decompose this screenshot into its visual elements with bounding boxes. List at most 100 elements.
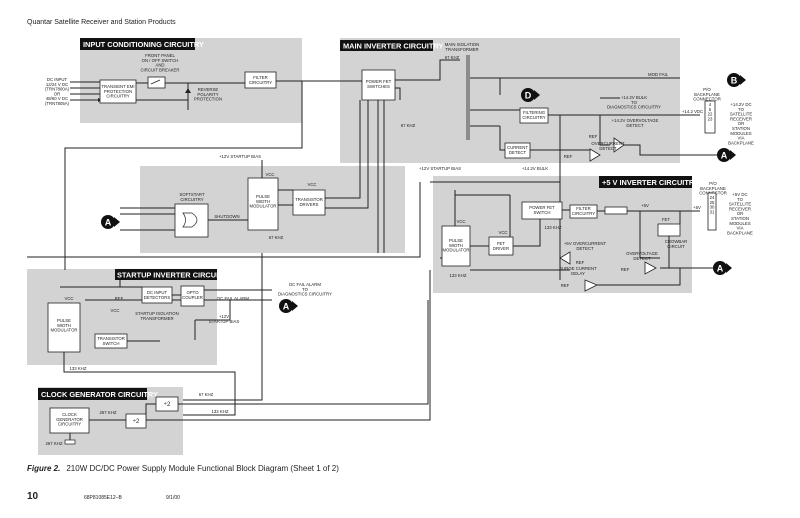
label-line: TO <box>631 100 638 105</box>
pwm-block-main <box>247 177 279 231</box>
fet-driver-block <box>488 236 514 256</box>
label-line: FRONT PANEL <box>145 53 175 58</box>
freq-67khz-label-4: 67 KHZ <box>199 392 214 397</box>
label-line: PROTECTION <box>194 97 222 102</box>
ref-label: REF <box>621 267 630 272</box>
freq-67khz-label-3: 67 KHZ <box>269 235 284 240</box>
label-line: DETECT <box>626 123 644 128</box>
label-line: OR <box>738 121 744 126</box>
page-number: 10 <box>27 491 39 502</box>
transient-emi-block <box>99 79 137 104</box>
vcc-label: VCC <box>307 182 316 187</box>
label-line: BACKPLANE <box>694 92 720 97</box>
label-line: DC INPUT <box>147 290 168 295</box>
document-number: 68P81085E12–B <box>84 495 122 501</box>
ref-label: REF <box>115 296 124 301</box>
figure-title: 210W DC/DC Power Supply Module Functiona… <box>66 464 339 473</box>
label-line: POWER FET <box>529 205 555 210</box>
label-line: MODULATOR <box>442 248 469 253</box>
svg-text:A: A <box>721 151 728 161</box>
main-inverter-region: MAIN INVERTER CIRCUITRY <box>340 38 680 163</box>
label-line: TO <box>738 107 745 112</box>
label-line: RECEIVER <box>729 206 751 211</box>
plus5v-label: +5V <box>641 203 649 208</box>
vcc-label: VCC <box>110 308 119 313</box>
label-line: OVERVOLTAGE <box>626 251 658 256</box>
connector-a-5v: A <box>713 261 732 275</box>
power-fet-switches-block <box>361 69 396 101</box>
ref-label: REF <box>564 154 573 159</box>
label-line: TO <box>302 287 309 292</box>
label-line: DELAY <box>571 271 585 276</box>
label-line: DIAGNOSTICS CIRCUITRY <box>278 292 332 297</box>
label-line: PULSE <box>57 318 71 323</box>
label-line: +14.2V DC <box>730 102 751 107</box>
label-line: WIDTH <box>57 323 71 328</box>
label-line: DC INPUT <box>47 77 68 82</box>
label-line: DETECTORS <box>144 295 171 300</box>
label-line: FILTER <box>253 75 267 80</box>
label-line: CONNECTOR <box>693 97 721 102</box>
label-line: SWITCHES <box>367 84 390 89</box>
label-line: OR <box>54 91 60 96</box>
connector-b: B <box>727 73 746 87</box>
dc-input-detectors-block <box>141 286 173 304</box>
freq-133khz-label-2: 133 KHZ <box>450 273 467 278</box>
label-line: DRIVERS <box>299 202 318 207</box>
filter-block <box>244 71 277 89</box>
dc-fail-label: DC FAIL ALARM <box>217 296 249 301</box>
label-line: DIAGNOSTICS CIRCUITRY <box>607 105 661 110</box>
label-line: CIRCUITRY <box>58 422 81 427</box>
label-line: PULSE <box>256 194 270 199</box>
label-line: +12V <box>219 314 229 319</box>
label-line: +5V OVERCURRENT <box>564 241 607 246</box>
label-line: 31 <box>710 209 715 214</box>
label-line: TRANSFORMER <box>445 47 478 52</box>
bulk-label: +14.2V BULK <box>522 166 548 171</box>
comparator-surge-icon <box>584 279 598 292</box>
resistor-icon <box>604 206 628 215</box>
label-line: SWITCH <box>103 341 120 346</box>
filtering-circuitry-block <box>519 107 549 124</box>
label-line: +14.2V BULK <box>621 95 647 100</box>
page-header: Quantar Satellite Receiver and Station P… <box>27 19 176 26</box>
label-line: OVERCURRENT <box>591 141 625 146</box>
label-line: ON / OFF SWITCH <box>142 58 179 63</box>
label-line: MODULATOR <box>50 328 77 333</box>
svg-text:A: A <box>283 302 290 312</box>
svg-text:A: A <box>105 218 112 228</box>
label-line: DETECT <box>633 256 651 261</box>
label-line: +14.2V OVERVOLTAGE <box>612 118 659 123</box>
label-line: SATELLITE <box>729 202 752 207</box>
label-line: (TRN7805A) <box>45 101 70 106</box>
fet-switch-icon <box>657 223 681 237</box>
label-line: TRANSISTOR <box>97 336 125 341</box>
label-line: BACKPLANE <box>728 140 754 145</box>
or-gate-icon <box>182 212 198 228</box>
label-line: DRIVER <box>493 246 509 251</box>
label-line: CROWBAR <box>665 239 687 244</box>
comparator-ov-icon <box>613 137 625 153</box>
ref-label: REF <box>576 260 585 265</box>
connector-d: D <box>521 88 540 102</box>
label-line: MAIN ISOLATION <box>445 42 480 47</box>
label-line: MODULES <box>730 131 751 136</box>
label-line: BACKPLANE <box>727 230 753 235</box>
label-line: MODULATOR <box>249 204 276 209</box>
